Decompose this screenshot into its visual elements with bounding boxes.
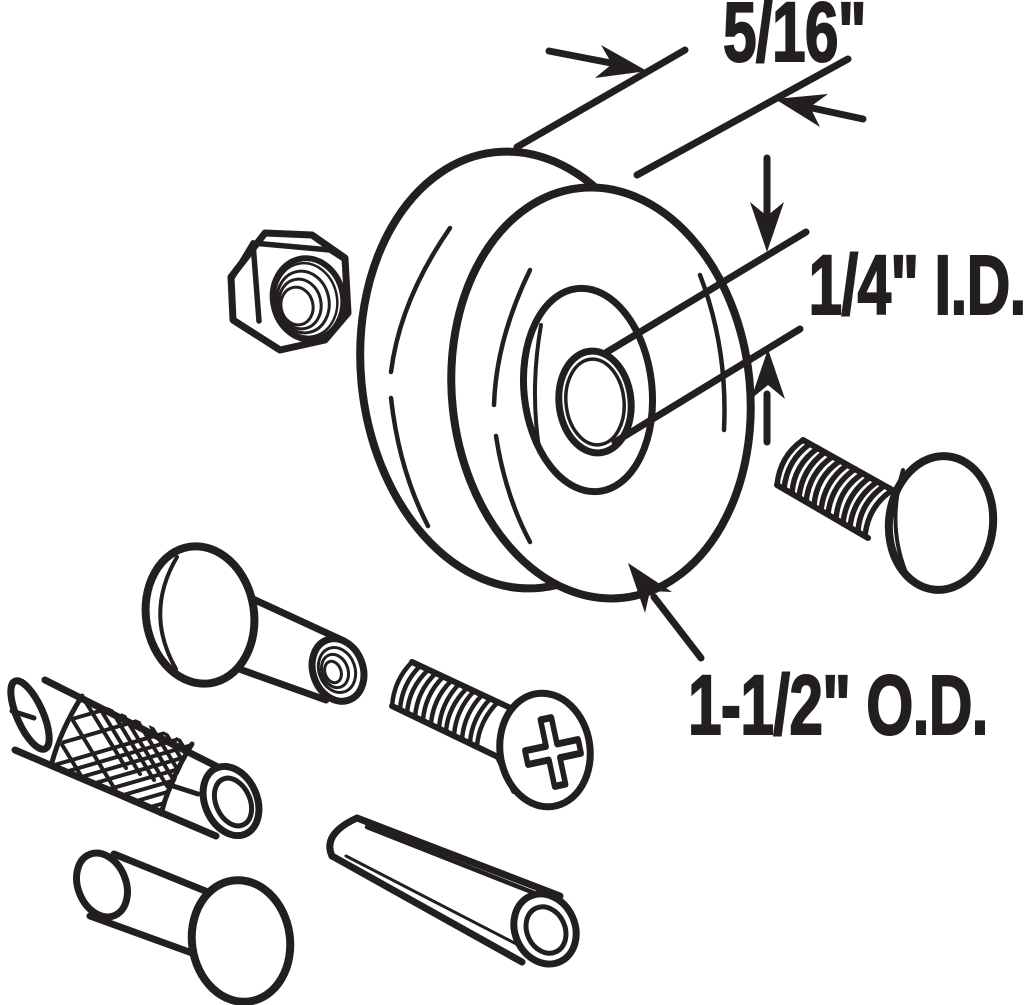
od-arrow	[628, 563, 672, 613]
roll-pin	[326, 814, 580, 968]
id-arrow-down	[750, 202, 784, 252]
bolt-head	[884, 452, 998, 594]
flanged-barrel-nut	[141, 542, 368, 705]
rivet-head	[187, 876, 295, 1005]
id-leader-line-bottom	[611, 325, 804, 446]
id-leader-line-top	[603, 228, 810, 356]
width-dimension-label: 5/16"	[722, 0, 867, 80]
hex-nut	[227, 229, 352, 354]
inner-diameter-label: 1/4" I.D.	[808, 237, 1024, 333]
rivet-tail	[73, 849, 131, 921]
width-extension-line-right	[633, 55, 852, 179]
rivet	[73, 849, 295, 1005]
phillips-cross-icon	[522, 714, 584, 790]
width-arrow-right	[775, 94, 828, 127]
grooved-roller-wheel	[356, 147, 755, 603]
width-extension-line-left	[513, 46, 689, 151]
dimension-annotations	[513, 45, 867, 662]
wheel-bore	[555, 347, 635, 457]
carriage-bolt	[774, 437, 998, 594]
id-arrow-up	[751, 349, 785, 399]
outer-diameter-label: 1-1/2" O.D.	[687, 657, 989, 753]
phillips-flat-head-screw	[389, 659, 594, 811]
barrel-flange	[141, 542, 259, 688]
width-arrow-left	[595, 45, 647, 78]
knurled-pin	[7, 676, 263, 840]
